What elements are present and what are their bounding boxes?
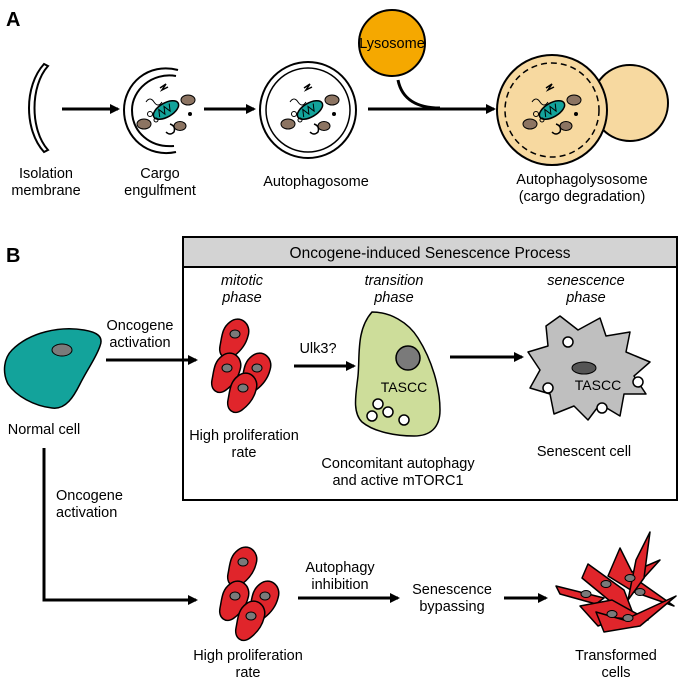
transition-cell-nucleus bbox=[395, 345, 421, 371]
senescent-cell-nucleus bbox=[571, 361, 597, 375]
high-prolif-top-line2: rate bbox=[232, 445, 257, 461]
transformed-cells-line2: cells bbox=[601, 665, 630, 681]
cargo-membrane-outer bbox=[122, 67, 179, 155]
senescent-cell-label: Senescent cell bbox=[537, 444, 631, 460]
mitotic-phase-line2: phase bbox=[221, 290, 262, 306]
senescent-vesicle-3 bbox=[632, 376, 644, 388]
tascc-label-transition: TASCC bbox=[381, 379, 427, 395]
senescence-phase-line2: phase bbox=[565, 290, 606, 306]
process-title: Oncogene-induced Senescence Process bbox=[290, 245, 571, 262]
transition-vesicle-4 bbox=[398, 414, 410, 426]
autolysosome-inner-dashed bbox=[504, 62, 600, 158]
ulk3-label: Ulk3? bbox=[299, 341, 336, 357]
high-prolif-bottom-line2: rate bbox=[236, 665, 261, 681]
normal-cell-shape bbox=[3, 328, 102, 409]
panel-b-letter: B bbox=[6, 245, 20, 267]
bottom-red-cells bbox=[218, 546, 280, 642]
autolysosome-label-line1: Autophagolysosome bbox=[516, 172, 647, 188]
autophagosome-label: Autophagosome bbox=[263, 174, 369, 190]
transition-vesicle-2 bbox=[382, 406, 394, 418]
senescent-vesicle-1 bbox=[562, 336, 574, 348]
autophagy-inhibition-line1: Autophagy bbox=[305, 560, 375, 576]
concomitant-label-line1: Concomitant autophagy bbox=[321, 456, 475, 472]
isolation-membrane-shape bbox=[28, 62, 50, 154]
process-header-band bbox=[182, 236, 678, 268]
cargo-membrane-inner bbox=[130, 74, 177, 148]
autolysosome-label-line2: (cargo degradation) bbox=[519, 189, 646, 205]
isolation-label-line2: membrane bbox=[11, 183, 80, 199]
cargo-label-line2: engulfment bbox=[124, 183, 196, 199]
senescent-vesicle-4 bbox=[596, 402, 608, 414]
lysosome-shape bbox=[358, 9, 426, 77]
oncogene-activation-top-line2: activation bbox=[109, 335, 170, 351]
oncogene-activation-top-line1: Oncogene bbox=[107, 318, 174, 334]
isolation-label-line1: Isolation bbox=[19, 166, 73, 182]
transformed-cells bbox=[555, 531, 677, 633]
cargo-contents bbox=[136, 83, 196, 135]
transition-vesicle-3 bbox=[366, 410, 378, 422]
transformed-cells-line1: Transformed bbox=[575, 648, 657, 664]
tascc-label-senescent: TASCC bbox=[575, 377, 621, 393]
oncogene-activation-left-line2: activation bbox=[56, 505, 117, 521]
oncogene-activation-left-line1: Oncogene bbox=[56, 488, 123, 504]
senescence-bypassing-line2: bypassing bbox=[419, 599, 484, 615]
lysosome-fusion-curve bbox=[396, 79, 441, 110]
senescence-bypassing-line1: Senescence bbox=[412, 582, 492, 598]
normal-cell-label: Normal cell bbox=[8, 422, 81, 438]
transition-vesicle-1 bbox=[372, 398, 384, 410]
high-prolif-top-line1: High proliferation bbox=[189, 428, 299, 444]
concomitant-label-line2: and active mTORC1 bbox=[332, 473, 463, 489]
transition-phase-line1: transition bbox=[365, 273, 424, 289]
mitotic-phase-line1: mitotic bbox=[221, 273, 264, 289]
panel-a-letter: A bbox=[6, 9, 20, 31]
senescent-vesicle-2 bbox=[542, 382, 554, 394]
lysosome-label: Lysosome bbox=[359, 36, 425, 52]
autophagy-inhibition-line2: inhibition bbox=[311, 577, 368, 593]
transition-phase-line2: phase bbox=[373, 290, 414, 306]
high-prolif-bottom-line1: High proliferation bbox=[193, 648, 303, 664]
normal-cell-nucleus bbox=[51, 343, 73, 357]
cargo-label-line1: Cargo bbox=[140, 166, 180, 182]
senescence-phase-line1: senescence bbox=[547, 273, 624, 289]
arrow-normal-to-proliferation-bottom bbox=[42, 448, 198, 605]
